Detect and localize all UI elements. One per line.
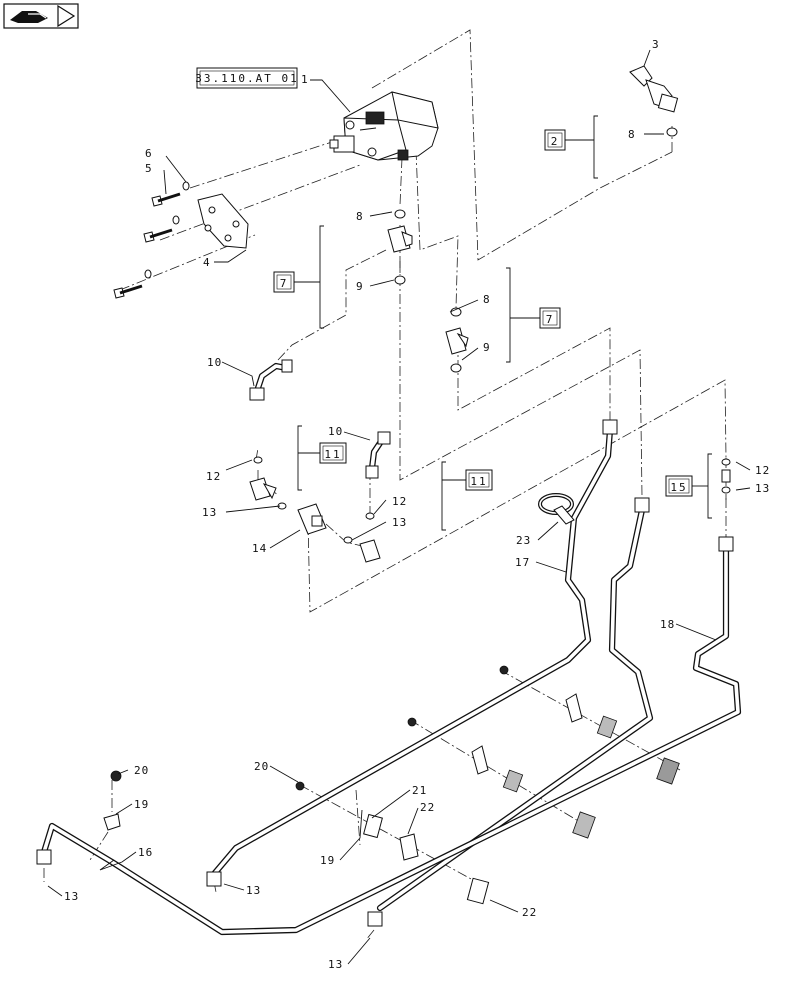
ref-label-11b: 11 [470, 475, 487, 488]
ref-label-pump: 33.110.AT 01 [195, 72, 298, 85]
callout-9a: 9 [356, 280, 364, 293]
bolt[interactable] [113, 192, 181, 299]
callout-8a: 8 [628, 128, 636, 141]
ref-label-2: 2 [551, 135, 560, 148]
tube-17[interactable] [206, 419, 618, 887]
ref-box-11b[interactable]: 11 [441, 461, 493, 531]
callout-12b: 12 [392, 495, 407, 508]
callouts: 1 3 4 5 6 8 8 8 9 9 10 10 12 12 12 13 13… [64, 38, 770, 971]
callout-16: 16 [138, 846, 153, 859]
union-fitting[interactable] [297, 503, 327, 535]
callout-13e: 13 [246, 884, 261, 897]
callout-1: 1 [301, 73, 309, 86]
callout-19b: 19 [320, 854, 335, 867]
callout-18: 18 [660, 618, 675, 631]
callout-17: 17 [515, 556, 530, 569]
callout-20a: 20 [134, 764, 149, 777]
leader-lines [47, 49, 751, 965]
callout-12a: 12 [206, 470, 221, 483]
ref-box-15[interactable]: 15 [665, 453, 712, 519]
callout-23: 23 [516, 534, 531, 547]
callout-4: 4 [203, 256, 211, 269]
tube-10b[interactable] [365, 431, 391, 479]
callout-13d: 13 [64, 890, 79, 903]
page-turn-icon[interactable] [3, 3, 79, 29]
tube-18[interactable] [36, 536, 742, 936]
elbow-fitting[interactable] [629, 65, 679, 113]
callout-12c: 12 [755, 464, 770, 477]
ref-box-11a[interactable]: 11 [297, 425, 347, 491]
ref-box-7a[interactable]: 7 [273, 225, 324, 329]
ref-box-pump[interactable]: 33.110.AT 01 [195, 67, 298, 89]
clamp-block[interactable] [363, 715, 680, 905]
callout-13b: 13 [392, 516, 407, 529]
cable-strap[interactable] [538, 493, 575, 525]
tube-10a[interactable] [249, 359, 293, 401]
callout-8b: 8 [356, 210, 364, 223]
ref-box-7b[interactable]: 7 [506, 267, 561, 363]
callout-14: 14 [252, 542, 267, 555]
callout-22b: 22 [522, 906, 537, 919]
tee-fitting[interactable] [249, 225, 469, 563]
mounting-bracket[interactable] [197, 193, 249, 249]
callout-5: 5 [145, 162, 153, 175]
callout-6: 6 [145, 147, 153, 160]
callout-10b: 10 [328, 425, 343, 438]
seal-ring[interactable] [253, 456, 731, 544]
callout-13f: 13 [328, 958, 343, 971]
tube-clamp[interactable] [103, 693, 583, 831]
callout-10a: 10 [207, 356, 222, 369]
callout-21: 21 [412, 784, 427, 797]
ref-label-7a: 7 [280, 277, 289, 290]
ref-label-15: 15 [670, 481, 687, 494]
hydraulic-pump[interactable] [329, 91, 439, 161]
callout-19a: 19 [134, 798, 149, 811]
ref-label-11a: 11 [324, 448, 341, 461]
callout-9b: 9 [483, 341, 491, 354]
o-ring[interactable] [394, 127, 678, 373]
callout-13a: 13 [202, 506, 217, 519]
callout-8c: 8 [483, 293, 491, 306]
washer[interactable] [144, 181, 190, 279]
ref-box-2[interactable]: 2 [544, 115, 598, 179]
callout-13c: 13 [755, 482, 770, 495]
tube-mid[interactable] [367, 497, 654, 927]
callout-3: 3 [652, 38, 660, 51]
ref-label-7b: 7 [546, 313, 555, 326]
callout-20b: 20 [254, 760, 269, 773]
callout-22a: 22 [420, 801, 435, 814]
